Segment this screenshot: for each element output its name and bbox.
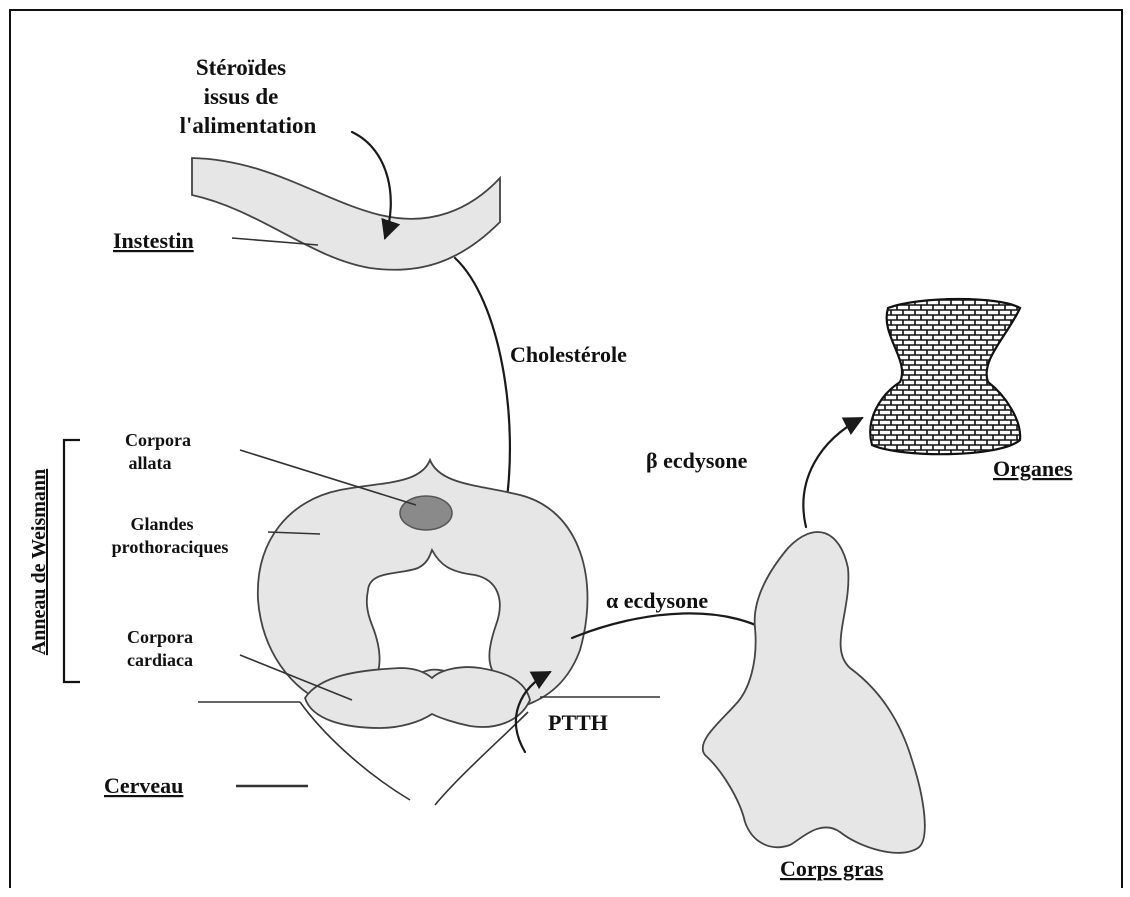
corps-gras-label: Corps gras: [780, 856, 884, 881]
corpora-allata-shape: [400, 496, 452, 530]
corpora-allata-label-line1: Corpora: [125, 430, 191, 450]
instestin-label: Instestin: [113, 228, 194, 253]
alpha-ecdysone-label: α ecdysone: [606, 588, 708, 613]
anneau-label: Anneau de Weismann: [28, 469, 50, 655]
organes-shape: [870, 299, 1020, 454]
glandes-label-line1: Glandes: [130, 514, 193, 534]
organes-label: Organes: [993, 456, 1073, 481]
steroides-label-line2: issus de: [204, 84, 279, 109]
cholesterole-arrow: [455, 258, 510, 512]
anneau-bracket: [64, 440, 80, 682]
intestine-shape: [192, 158, 500, 270]
steroides-label-line1: Stéroïdes: [196, 55, 286, 80]
corpora-cardiaca-label-line2: cardiaca: [127, 650, 193, 670]
ptth-label: PTTH: [548, 710, 608, 735]
steroides-label-line3: l'alimentation: [180, 113, 317, 138]
glandes-label-line2: prothoraciques: [112, 537, 229, 557]
alpha-ecdysone-arrow: [572, 613, 782, 640]
beta-ecdysone-label: β ecdysone: [646, 448, 748, 473]
corpora-cardiaca-shape: [305, 667, 530, 728]
corps-gras-shape: [703, 532, 925, 853]
cerveau-label: Cerveau: [104, 773, 183, 798]
corpora-allata-label-line2: allata: [129, 453, 172, 473]
beta-ecdysone-arrow: [803, 418, 862, 527]
cholesterole-label: Cholestérole: [510, 342, 627, 367]
corpora-cardiaca-label-line1: Corpora: [127, 627, 193, 647]
